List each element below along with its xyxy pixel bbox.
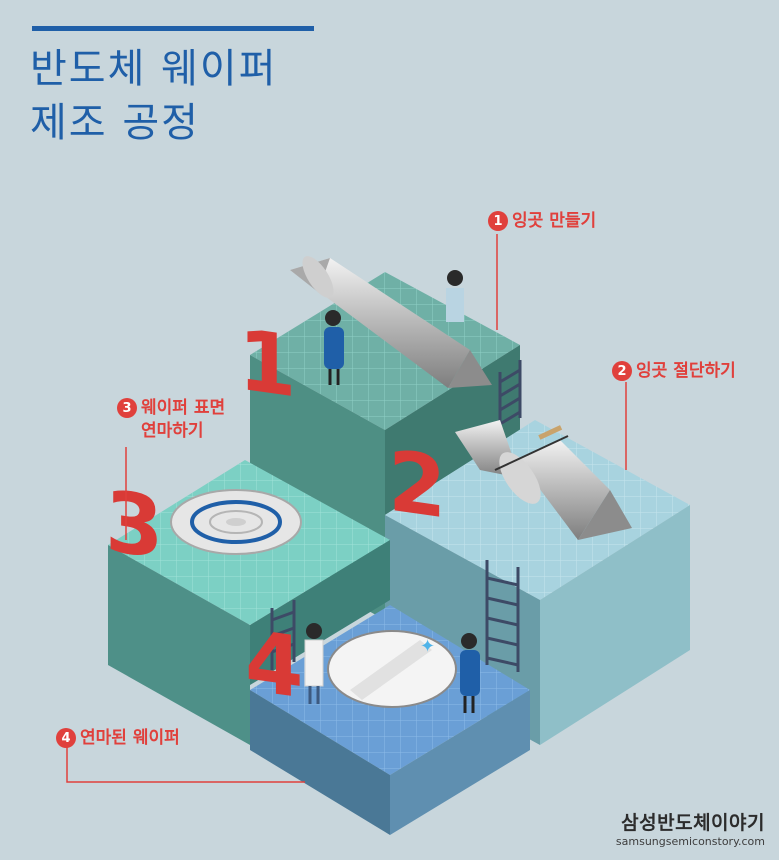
- ingot-2: [455, 420, 632, 540]
- title-line-1: 반도체 웨이퍼: [30, 46, 278, 92]
- callout-step-3-label-line-1: 웨이퍼 표면: [141, 398, 226, 418]
- person-scientist-1: [446, 270, 464, 322]
- step-badge-3: 3: [117, 398, 137, 418]
- block-4-right: [390, 690, 530, 835]
- title-underline: [32, 26, 314, 31]
- brand-watermark: 삼성반도체이야기 samsungsemiconstory.com: [616, 808, 765, 848]
- person-scientist-2: [304, 623, 324, 704]
- callout-step-1: 1 잉곳 만들기: [488, 210, 596, 233]
- step-badge-4: 4: [56, 728, 76, 748]
- step-badge-1: 1: [488, 211, 508, 231]
- callout-step-2: 2 잉곳 절단하기: [612, 360, 736, 383]
- block-2-right: [540, 505, 690, 745]
- wafer: ✦: [327, 630, 457, 708]
- step-numeral-1: 1: [238, 311, 296, 417]
- callout-step-4-label: 연마된 웨이퍼: [80, 728, 180, 748]
- callout-step-3: 3 웨이퍼 표면 연마하기: [117, 397, 225, 443]
- polishing-disc: [170, 489, 302, 555]
- brand-url: samsungsemiconstory.com: [615, 835, 765, 848]
- callout-step-2-label: 잉곳 절단하기: [636, 361, 736, 381]
- ladder-2: [485, 560, 520, 672]
- step-numeral-4: 4: [245, 612, 303, 718]
- block-1-right: [385, 345, 520, 515]
- callout-leader-lines: [66, 234, 627, 783]
- brand-name: 삼성반도체이야기: [621, 812, 765, 834]
- page-title: 반도체 웨이퍼 제조 공정: [30, 42, 278, 150]
- person-engineer-1: [324, 310, 344, 385]
- step-badge-2: 2: [612, 361, 632, 381]
- ladder-1: [498, 360, 522, 430]
- ladder-3: [270, 600, 296, 670]
- block-4-left: [250, 690, 390, 835]
- block-3-left: [108, 545, 250, 745]
- callout-step-3-label-line-2: 연마하기: [141, 421, 204, 441]
- title-line-2: 제조 공정: [30, 100, 200, 146]
- ingot-1: [290, 256, 492, 388]
- saw-icon: [494, 425, 569, 471]
- svg-text:✦: ✦: [420, 636, 435, 657]
- person-engineer-2: [460, 633, 480, 713]
- callout-step-4: 4 연마된 웨이퍼: [56, 727, 180, 750]
- step-numeral-2: 2: [388, 432, 446, 538]
- block-2-top: [385, 420, 690, 600]
- step-numeral-3: 3: [105, 472, 163, 578]
- callout-step-1-label: 잉곳 만들기: [512, 211, 597, 231]
